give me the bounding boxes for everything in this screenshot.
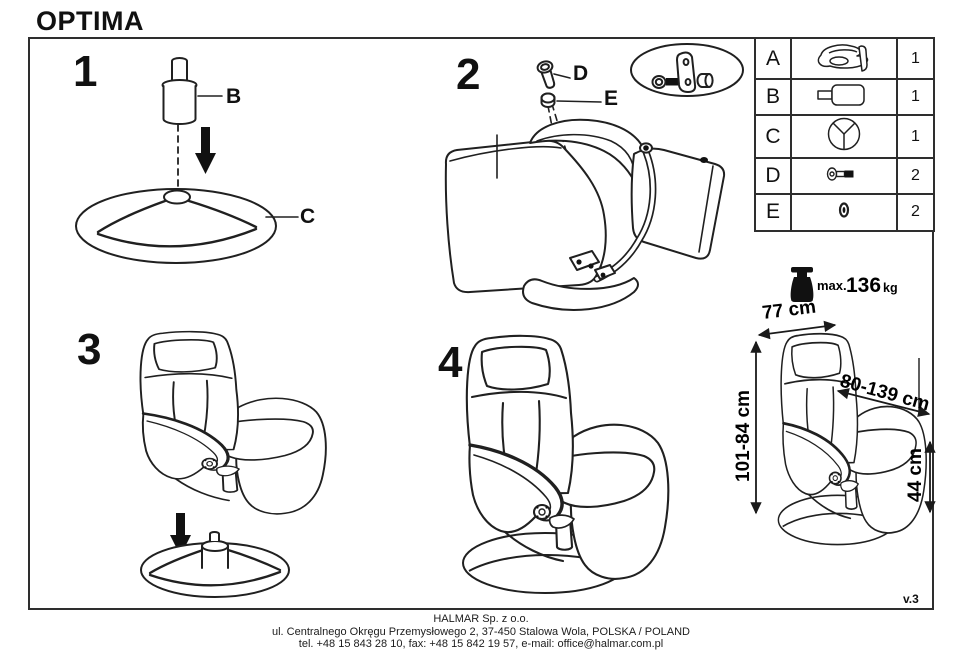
- step-3-diagram: [138, 330, 328, 598]
- step-2-diagram: [444, 43, 744, 311]
- footer-address: ul. Centralnego Okręgu Przemysłowego 2, …: [271, 625, 690, 638]
- footer-contact: tel. +48 15 843 28 10, fax: +48 15 842 1…: [298, 638, 664, 650]
- part-letter: E: [754, 193, 792, 232]
- part-label-c: C: [300, 205, 316, 228]
- table-row: D 2: [754, 157, 935, 196]
- part-letter: A: [754, 37, 792, 80]
- backrest-panel: [444, 139, 607, 294]
- recliner-mechanism-icon: [817, 44, 869, 72]
- step-2-number: 2: [456, 50, 481, 99]
- round-base-icon: [827, 117, 861, 151]
- table-row: E 2: [754, 193, 935, 232]
- step-1-diagram: [75, 57, 299, 264]
- table-row: A 1: [754, 37, 935, 80]
- spacer-e: [540, 92, 556, 108]
- table-row: B 1: [754, 77, 935, 117]
- down-arrow: [195, 127, 216, 174]
- version-label: v.3: [903, 592, 919, 606]
- part-letter: C: [754, 114, 792, 160]
- part-label-d: D: [573, 62, 589, 85]
- seat-bottom-panel: [630, 147, 726, 260]
- depth-arrow: [836, 388, 931, 417]
- part-qty: 1: [896, 37, 935, 80]
- max-load-value: 136: [846, 274, 881, 297]
- seat-height-dim-label: 44 cm: [905, 448, 926, 502]
- bottom-rail: [522, 277, 639, 311]
- table-row: C 1: [754, 114, 935, 160]
- gas-lift-cylinder-icon: [817, 83, 865, 106]
- part-label-b: B: [226, 85, 242, 108]
- step-3-number: 3: [77, 325, 102, 374]
- step-4-diagram: [405, 325, 720, 608]
- parts-table: A 1 B: [754, 37, 935, 232]
- base-disc: [75, 188, 277, 264]
- part-qty: 2: [896, 193, 935, 232]
- part-qty: 1: [896, 114, 935, 160]
- width-arrow: [757, 320, 837, 340]
- footer: HALMAR Sp. z o.o. ul. Centralnego Okręgu…: [28, 613, 934, 651]
- part-qty: 2: [896, 157, 935, 196]
- page-title: OPTIMA: [36, 6, 144, 36]
- base-hub: [163, 189, 191, 205]
- border-frame: [28, 37, 934, 610]
- max-load-prefix: max.: [817, 278, 847, 293]
- screw-icon: [826, 167, 854, 181]
- spacer-washer-icon: [838, 202, 850, 218]
- screw-d: [536, 60, 556, 89]
- max-load-unit: kg: [883, 281, 898, 295]
- screw-assembly-callout: [630, 43, 744, 97]
- part-letter: B: [754, 77, 792, 117]
- max-load-icon: [790, 267, 814, 302]
- gas-lift-body: [162, 85, 197, 125]
- step-1-number: 1: [73, 47, 98, 96]
- footer-company: HALMAR Sp. z o.o.: [433, 613, 529, 625]
- part-label-e: E: [604, 87, 619, 110]
- part-letter: D: [754, 157, 792, 196]
- height-dim-label: 101-84 cm: [733, 390, 754, 482]
- width-dim-label: 77 cm: [761, 297, 817, 324]
- dimensions-diagram: max. 136 kg 77 cm 101-84 cm 80-139 cm 44…: [733, 267, 936, 555]
- part-qty: 1: [896, 77, 935, 117]
- gas-lift-top-tube: [171, 57, 188, 84]
- step-4-number: 4: [438, 338, 463, 387]
